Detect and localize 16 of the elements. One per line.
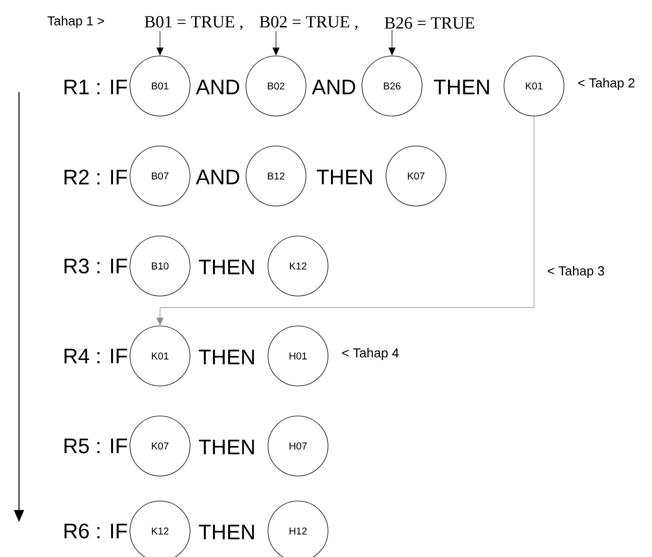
rule-label: R1 : IF — [64, 80, 127, 94]
operator-text: AND — [196, 80, 240, 94]
condition-text: B02 = TRUE , — [260, 16, 358, 30]
step-label: < Tahap 2 — [578, 78, 634, 90]
operator-text: THEN — [198, 260, 254, 274]
operator-text: THEN — [434, 80, 489, 94]
condition-text: B26 = TRUE — [384, 17, 474, 29]
step-label: < Tahap 3 — [548, 266, 604, 278]
operator-text: THEN — [316, 170, 372, 184]
operator-text: THEN — [198, 524, 254, 540]
operator-text: AND — [312, 80, 356, 94]
step-label: < Tahap 4 — [342, 348, 399, 360]
operator-text: AND — [196, 170, 240, 184]
condition-text: B01 = TRUE , — [144, 16, 242, 30]
operator-text: THEN — [198, 350, 254, 364]
operator-text: THEN — [198, 440, 254, 454]
